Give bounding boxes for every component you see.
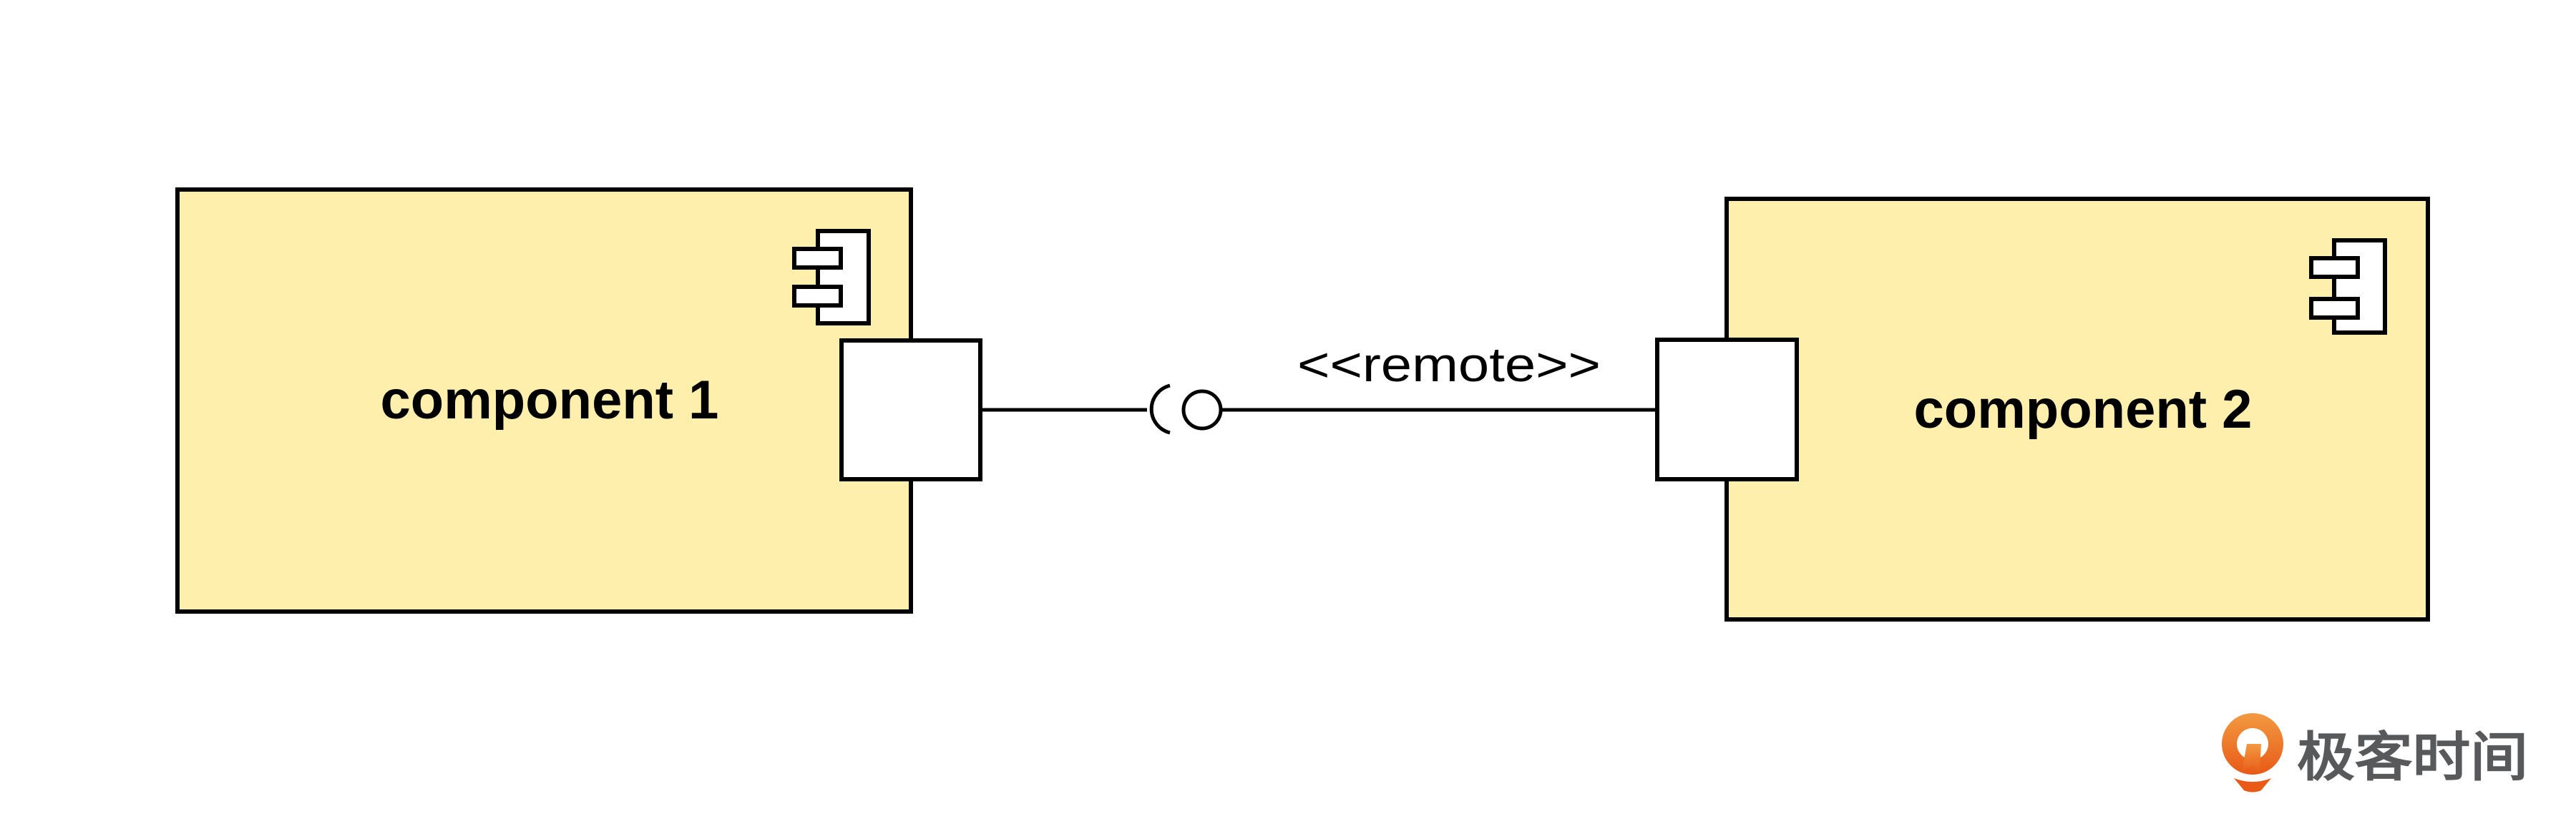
remote-connector[interactable]: <<remote>> [982, 338, 1657, 435]
geektime-logo-icon [2222, 713, 2283, 793]
watermark: 极客时间 [2222, 713, 2528, 793]
component-icon [2309, 238, 2387, 335]
stereotype-label: <<remote>> [1297, 338, 1601, 392]
component-1-box[interactable] [175, 187, 913, 614]
component-2[interactable]: component 2 [1655, 197, 2430, 622]
ball-icon [1181, 389, 1223, 431]
component-1[interactable]: component 1 [175, 187, 982, 614]
component-1-label: component 1 [381, 370, 719, 431]
brand-name: 极客时间 [2297, 727, 2528, 788]
socket-icon [1149, 383, 1171, 435]
component-2-label: component 2 [1914, 379, 2253, 440]
component-1-port[interactable] [839, 338, 982, 481]
component-icon [792, 229, 871, 325]
component-2-port[interactable] [1655, 338, 1799, 481]
